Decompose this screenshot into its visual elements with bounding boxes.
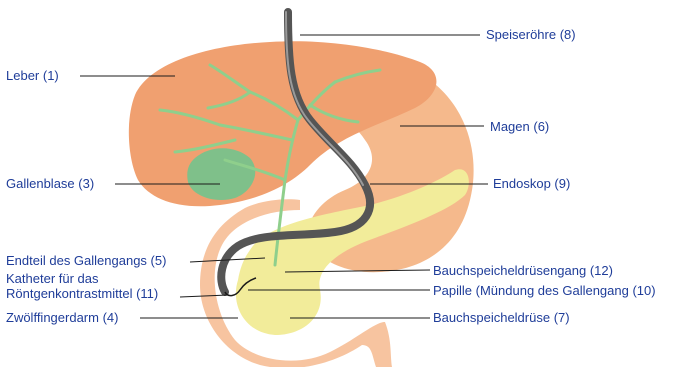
label-leber: Leber (1) [6,68,59,83]
label-bauchspeicheldruese: Bauchspeicheldrüse (7) [433,310,570,325]
label-endoskop: Endoskop (9) [493,176,570,191]
label-magen: Magen (6) [490,119,549,134]
label-papille: Papille (Mündung des Gallengang (10) [433,283,656,298]
label-zwoelffingerdarm: Zwölffingerdarm (4) [6,310,118,325]
label-katheter: Katheter für das Röntgenkontrastmittel (… [6,271,158,301]
label-endteil-gallengang: Endteil des Gallengangs (5) [6,253,166,268]
label-bauchspeicheldruesengang: Bauchspeicheldrüsengang (12) [433,263,613,278]
label-gallenblase: Gallenblase (3) [6,176,94,191]
label-speiseroehre: Speiseröhre (8) [486,27,576,42]
